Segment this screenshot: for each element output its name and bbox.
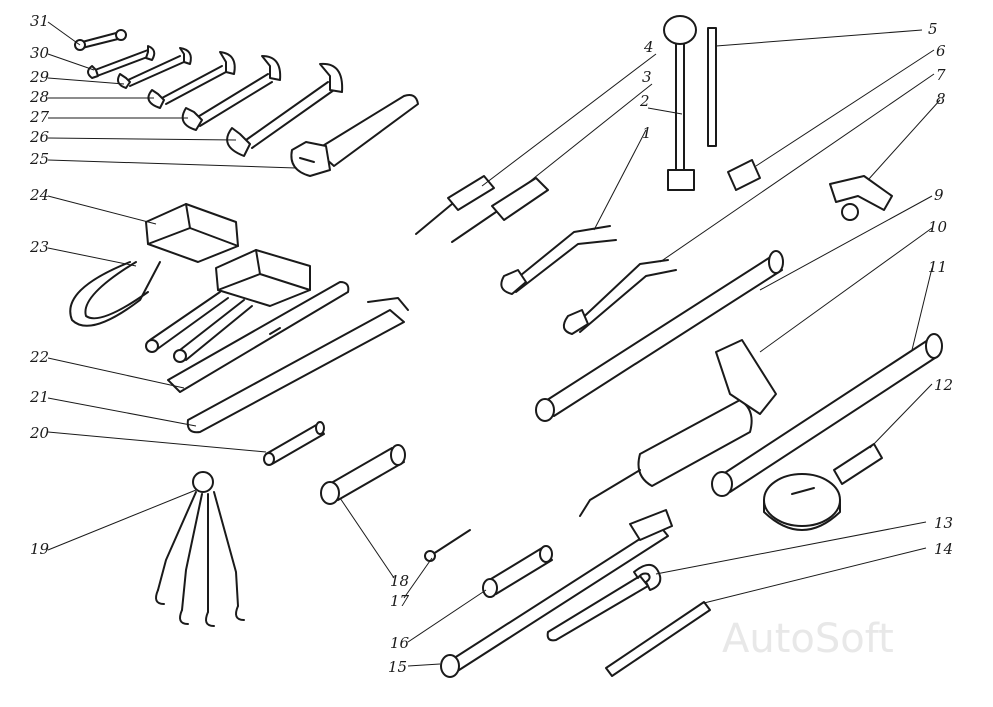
- callout-3: 3: [642, 68, 652, 86]
- fitting-6: [727, 159, 761, 191]
- callout-23: 23: [29, 238, 49, 256]
- wrench-26: [226, 62, 344, 157]
- wrench-27: [181, 55, 282, 131]
- callout-25: 25: [29, 150, 49, 168]
- pliers-24: [69, 203, 239, 327]
- callout-15: 15: [388, 658, 407, 676]
- pliers-7: [562, 259, 677, 335]
- pin-17: [424, 529, 471, 562]
- callout-21: 21: [29, 388, 49, 406]
- callout-6: 6: [936, 42, 946, 60]
- blade-22: [167, 281, 350, 393]
- tube-9: [535, 250, 784, 422]
- callout-26: 26: [29, 128, 50, 146]
- pliers-1: [500, 225, 617, 295]
- callout-18: 18: [390, 572, 409, 590]
- callout-19: 19: [30, 540, 50, 558]
- box-spanner-20: [263, 421, 325, 466]
- callout-2: 2: [639, 92, 650, 110]
- callout-27: 27: [29, 108, 50, 126]
- callout-28: 28: [29, 88, 49, 106]
- callout-1: 1: [642, 124, 652, 142]
- wrench-30: [87, 45, 156, 79]
- screwdriver-3: [451, 177, 549, 243]
- box-spanner-16: [482, 545, 553, 598]
- callout-30: 30: [30, 44, 50, 62]
- callout-4: 4: [643, 38, 654, 56]
- lever-15: [440, 509, 673, 678]
- hook-spanner-13: [546, 564, 662, 642]
- wrench-31: [74, 29, 127, 51]
- pliers-23: [145, 249, 311, 363]
- callout-31: 31: [30, 12, 49, 30]
- rod-5: [707, 27, 717, 147]
- wrench-28: [147, 51, 236, 109]
- callout-labels: 1 2 3 4 5 6 7 8 9 10 11 12 13 14 15 16 1…: [29, 12, 953, 676]
- screwdriver-4: [415, 175, 495, 235]
- tire-gauge-12: [763, 443, 883, 531]
- grease-gun-11: [711, 333, 943, 497]
- callout-17: 17: [390, 592, 410, 610]
- box-spanner-18: [320, 444, 406, 505]
- callout-9: 9: [934, 186, 944, 204]
- pump-10: [579, 339, 777, 517]
- callout-11: 11: [928, 258, 947, 276]
- callout-16: 16: [390, 634, 410, 652]
- callout-14: 14: [934, 540, 953, 558]
- callout-7: 7: [936, 66, 946, 84]
- watermark: AutoSoft: [722, 616, 894, 662]
- callout-22: 22: [29, 348, 49, 366]
- callout-10: 10: [928, 218, 948, 236]
- callout-13: 13: [934, 514, 953, 532]
- callout-12: 12: [934, 376, 953, 394]
- blade-21: [186, 297, 409, 434]
- callout-5: 5: [928, 20, 938, 38]
- clamp-8: [829, 175, 893, 221]
- wrench-29: [117, 47, 192, 89]
- callout-24: 24: [29, 186, 49, 204]
- gauge-2: [663, 15, 697, 191]
- callout-29: 29: [29, 68, 50, 86]
- callout-8: 8: [936, 90, 946, 108]
- rod-14: [605, 601, 711, 677]
- leader-lines: [47, 21, 941, 667]
- wrench-25-adjustable: [290, 94, 419, 177]
- callout-20: 20: [29, 424, 50, 442]
- chains-19: [155, 471, 245, 627]
